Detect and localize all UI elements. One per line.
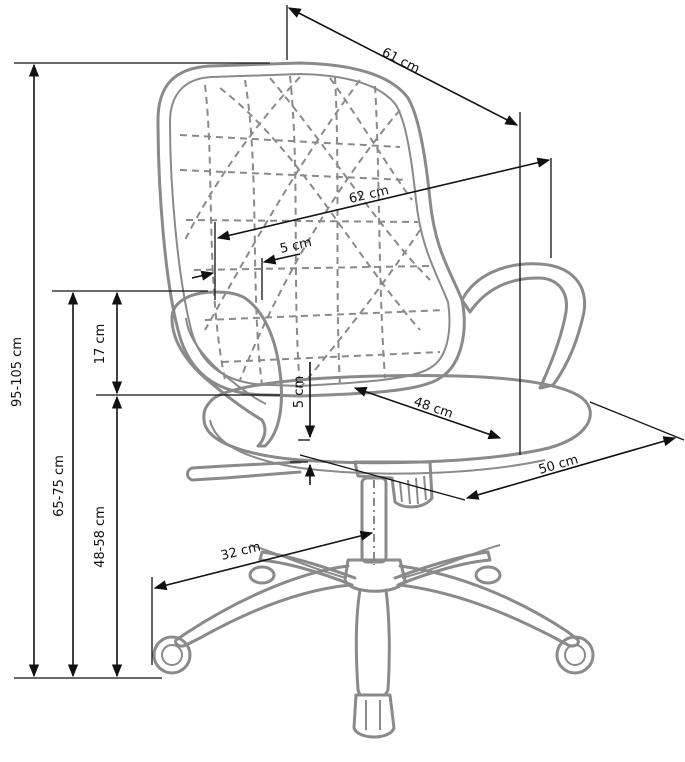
- armrest-width-arrow-left: [191, 270, 215, 281]
- label-armrest-width: 5 cm: [279, 235, 314, 257]
- armrest-width-arrow-right: [262, 253, 301, 265]
- dimension-lines: [14, 5, 685, 679]
- gas-cylinder: [360, 476, 388, 564]
- label-total-depth: 61 cm: [379, 45, 422, 77]
- label-seat-width: 50 cm: [537, 452, 580, 478]
- base-radius-dimension-line: [153, 530, 374, 591]
- office-chair-illustration: [152, 61, 595, 739]
- left-armrest: [170, 290, 283, 448]
- label-armrest-above-seat: 17 cm: [93, 324, 108, 365]
- mechanism-ribs: [399, 475, 427, 505]
- left-armrest-pad: [185, 317, 267, 405]
- right-armrest: [460, 262, 587, 390]
- width-dimension-line: [216, 157, 551, 241]
- backrest-mesh: [179, 75, 446, 389]
- backrest-frame: [156, 61, 466, 398]
- label-seat-thickness: 5 cm: [292, 376, 307, 408]
- depth-dimension-line: [287, 7, 519, 126]
- height-lever: [186, 460, 302, 482]
- label-armrest-height: 65-75 cm: [52, 455, 67, 517]
- seat-width-dimension-line: [465, 436, 677, 500]
- label-base-radius: 32 cm: [219, 540, 262, 564]
- seat-depth-dimension-line: [353, 386, 502, 440]
- tilt-mechanism: [353, 460, 434, 509]
- label-seat-height: 48-58 cm: [93, 506, 108, 568]
- label-total-height: 95-105 cm: [10, 337, 25, 407]
- label-seat-depth: 48 cm: [412, 395, 455, 422]
